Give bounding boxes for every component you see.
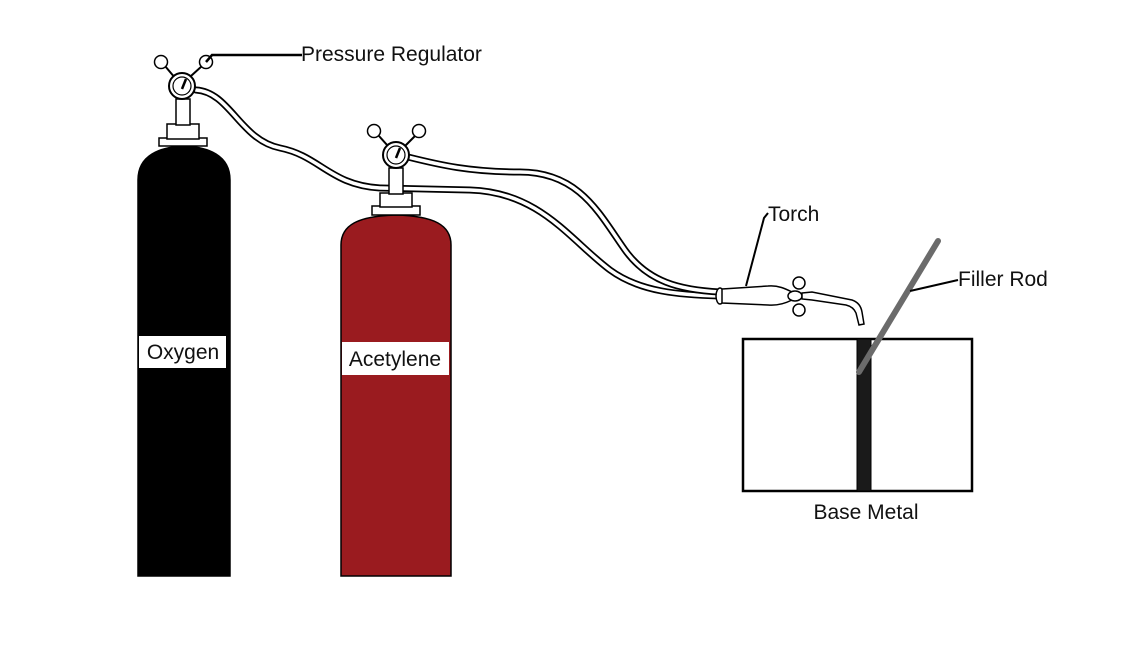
hoses	[192, 86, 724, 300]
acetylene-regulator-knob-left	[366, 123, 382, 139]
oxygen-label: Oxygen	[147, 341, 219, 364]
filler-rod	[856, 238, 941, 375]
acetylene-gauge-needle	[394, 147, 402, 159]
oxygen-regulator-knob-left	[153, 54, 169, 70]
acetylene-regulator-knob-right	[411, 123, 427, 139]
torch-label: Torch	[768, 203, 819, 226]
torch	[715, 276, 865, 326]
acetylene-cylinder	[340, 167, 452, 577]
acetylene-hose	[404, 153, 724, 296]
filler-rod-label: Filler Rod	[958, 268, 1048, 291]
torch-valve-top	[792, 276, 806, 290]
filler-rod-leader	[909, 279, 959, 292]
oxygen-valve-stem	[175, 98, 191, 126]
weld-seam	[856, 338, 872, 492]
acetylene-valve-stem	[388, 167, 404, 195]
oxygen-label-box	[139, 336, 226, 368]
acetylene-valve	[379, 192, 413, 208]
oxygen-valve	[166, 123, 200, 140]
acetylene-label-box	[342, 342, 449, 375]
pressure-regulator-label: Pressure Regulator	[301, 43, 482, 66]
torch-valve-bottom	[792, 303, 806, 317]
acetylene-label: Acetylene	[349, 348, 441, 371]
base-metal-label: Base Metal	[813, 501, 918, 524]
torch-leader	[745, 212, 769, 287]
acetylene-pressure-regulator	[366, 123, 427, 169]
base-metal	[741, 337, 974, 493]
oxygen-gauge-needle	[180, 78, 188, 90]
torch-tip	[801, 291, 865, 326]
oxygen-hose	[192, 86, 724, 300]
acetylene-cylinder-body	[340, 214, 452, 577]
pressure-regulator-leader	[205, 53, 302, 63]
torch-handle	[721, 285, 793, 306]
